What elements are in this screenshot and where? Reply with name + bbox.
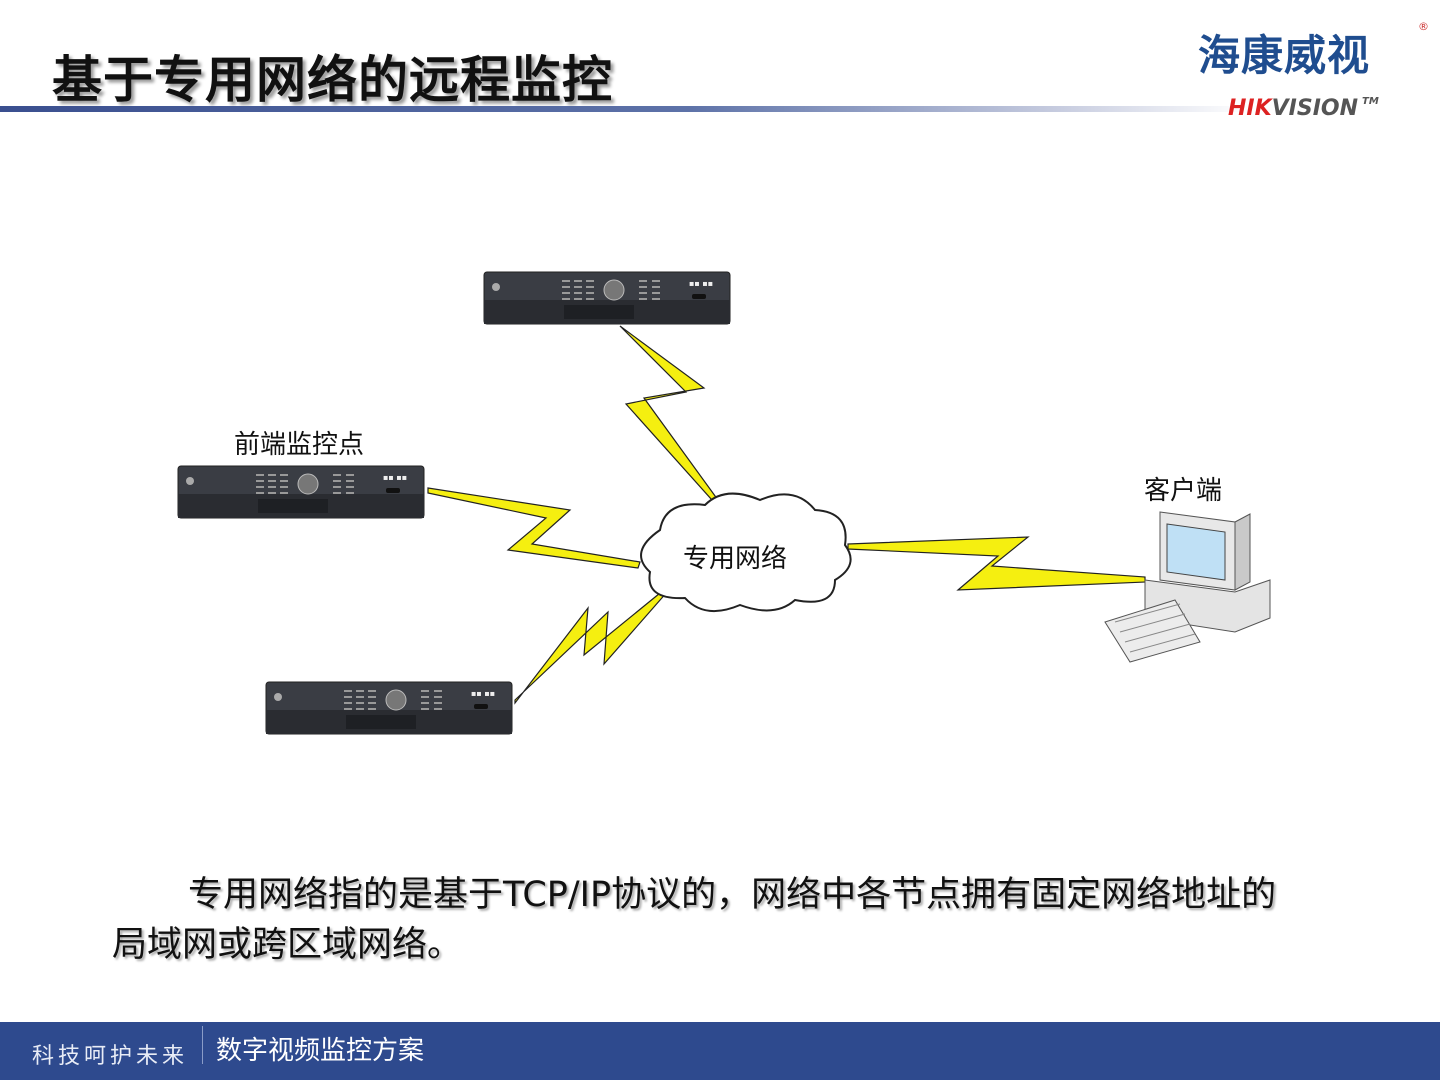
logo-hik: HIK [1228,96,1272,121]
dvr-device-front: ▪▪ ▪▪ [177,465,425,519]
lightning-link-left [427,487,641,569]
logo-vision: VISION [1271,96,1359,121]
slide-title: 基于专用网络的远程监控 [52,51,613,109]
private-network-label: 专用网络 [683,544,788,574]
network-cloud [640,492,852,613]
front-monitoring-label: 前端监控点 [234,430,365,460]
footer-divider [202,1026,203,1064]
lightning-link-bottom [514,574,683,705]
dvr-device-bottom: ▪▪ ▪▪ [265,681,513,735]
logo-chinese: 海康威视 [1198,31,1371,80]
svg-text:▪▪ ▪▪: ▪▪ ▪▪ [383,473,407,482]
dvr-device-top: ▪▪ ▪▪ [483,271,731,325]
footer-topic: 数字视频监控方案 [216,1036,425,1066]
title-divider [0,106,1250,112]
description-text: 专用网络指的是基于TCP/IP协议的，网络中各节点拥有固定网络地址的局域网或跨区… [112,875,1277,965]
svg-text:▪▪ ▪▪: ▪▪ ▪▪ [689,279,713,288]
footer-bar: 科技呵护未来 数字视频监控方案 [0,1022,1440,1080]
svg-text:▪▪ ▪▪: ▪▪ ▪▪ [471,689,495,698]
lightning-link-right [847,536,1146,591]
footer-slogan: 科技呵护未来 [32,1044,189,1069]
lightning-link-top [619,325,720,501]
logo-registered-mark: ® [1418,20,1429,33]
logo-tm: TM [1362,96,1379,107]
client-label: 客户端 [1144,476,1223,506]
client-computer-icon [1104,511,1271,663]
